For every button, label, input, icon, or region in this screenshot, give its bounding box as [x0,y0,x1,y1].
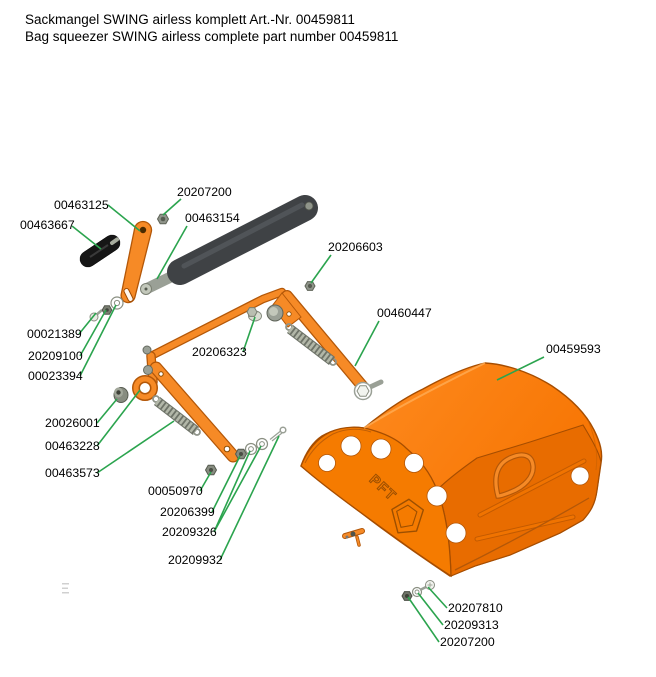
tension-spring-right [285,323,337,366]
hood-right-hole [570,466,590,486]
part-label-20026001: 20026001 [45,416,100,430]
handle-grip-part [79,234,121,268]
title-line-de: Sackmangel SWING airless komplett Art.-N… [25,12,355,27]
hood-fasteners [401,580,435,601]
hood-side-holes [318,435,467,544]
part-label-20207200-top: 20207200 [177,185,232,199]
part-label-00463573: 00463573 [45,466,100,480]
part-label-20206399: 20206399 [160,505,215,519]
hood-inner-bars [454,458,590,571]
part-label-20207810: 20207810 [448,601,503,615]
cotter-pin-20209932 [269,426,287,442]
print-artifact [62,583,69,594]
leader-lines [71,198,545,643]
nut-20206603 [304,281,316,291]
part-label-20209932: 20209932 [168,553,223,567]
part-label-00463667: 00463667 [20,218,75,232]
nut-20207200-top [156,213,170,225]
screw-20207810 [419,580,435,592]
part-label-00463125: 00463125 [54,198,109,212]
part-label-20206603: 20206603 [328,240,383,254]
part-label-00021389: 00021389 [27,327,82,341]
part-label-00459593: 00459593 [546,342,601,356]
part-label-20209326: 20209326 [162,525,217,539]
hood-handle [493,452,536,499]
part-label-20206323: 20206323 [192,345,247,359]
bolt-20206323 [246,307,262,322]
frame-pivot-bolt [353,379,384,401]
part-label-20209313: 20209313 [444,618,499,632]
part-label-00050970: 00050970 [148,484,203,498]
part-label-20209100: 20209100 [28,349,83,363]
part-label-00463154: 00463154 [185,211,240,225]
part-label-00463228: 00463228 [45,439,100,453]
swing-frame-part [132,287,384,463]
bushing-20026001 [113,387,129,403]
part-label-20207200-bottom: 20207200 [440,635,495,649]
part-label-00460447: 00460447 [377,306,432,320]
part-label-00023394: 00023394 [28,369,83,383]
roller-part [140,195,318,295]
hood-latch [342,528,365,547]
part-labels: 00463125 20207200 00463667 00463154 2020… [20,185,601,649]
arm-fasteners [204,426,287,476]
lever-fasteners [89,296,124,322]
title-line-en: Bag squeezer SWING airless complete part… [25,29,399,44]
hood-cover-part: PFT [300,362,603,578]
tension-spring-left [152,395,201,436]
pft-logo-shield [391,498,425,534]
page-title: Sackmangel SWING airless komplett Art.-N… [25,11,398,45]
